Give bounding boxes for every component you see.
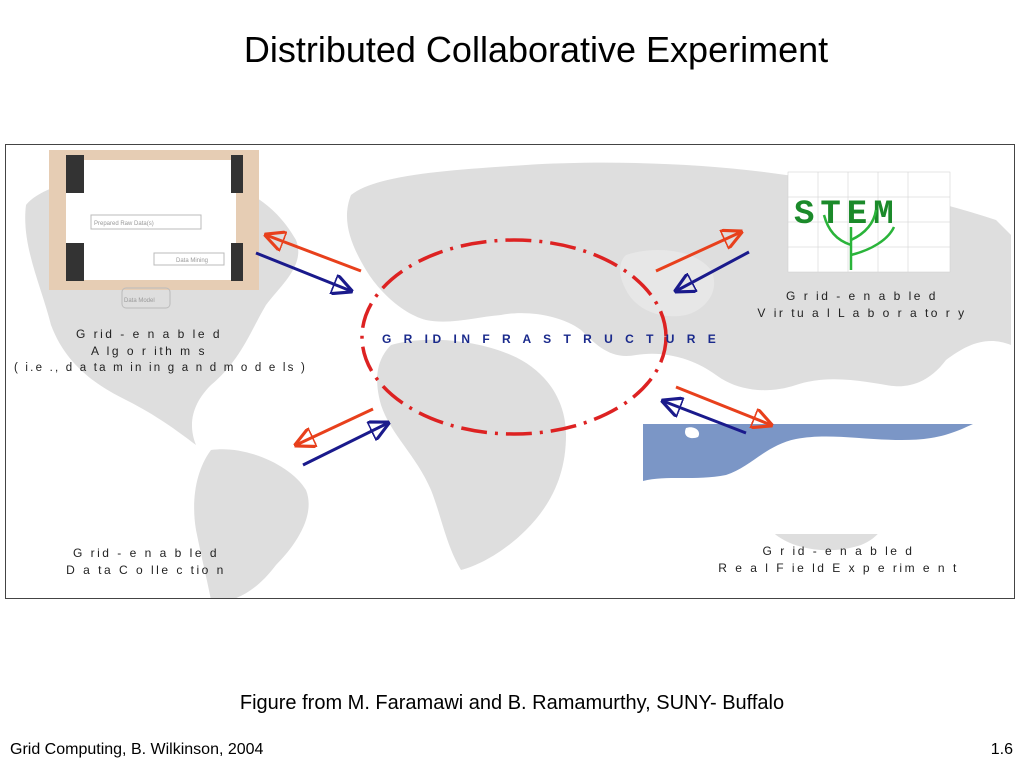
- arrow-in-data-collection: [302, 423, 388, 467]
- node-label-data-collection: G rid - e n a b le d D a ta C o lle c ti…: [41, 545, 251, 579]
- algo-text-model: Data Model: [124, 298, 155, 304]
- node-label-algorithms-line3: ( i.e ., d a ta m in in g a n d m o d e …: [14, 362, 308, 374]
- diagram-figure: Prepared Raw Data(s) Data Mining Data Mo…: [5, 144, 1015, 599]
- node-label-field-experiment-line2: R e a l F ie ld E x p e rim e n t: [718, 561, 959, 575]
- arrow-out-algorithms: [266, 235, 362, 273]
- diagram-canvas: Prepared Raw Data(s) Data Mining Data Mo…: [25, 150, 1011, 598]
- field-experiment-image: [643, 424, 973, 534]
- node-label-algorithms: G rid - e n a b le d A lg o r ith m s ( …: [14, 326, 308, 377]
- stem-logo-image: STEM: [787, 171, 951, 273]
- node-label-field-experiment: G r id - e n a b le d R e a l F ie ld E …: [706, 543, 971, 577]
- grid-infrastructure-ellipse: [360, 238, 668, 436]
- arrow-out-virtual-lab: [655, 232, 741, 273]
- node-label-virtual-lab-line1: G r id - e n a b le d: [786, 289, 938, 303]
- footer-credit: Grid Computing, B. Wilkinson, 2004: [10, 741, 264, 758]
- figure-caption: Figure from M. Faramawi and B. Ramamurth…: [239, 692, 785, 714]
- node-label-virtual-lab-line2: V ir tu a l L a b o r a to r y: [757, 306, 967, 320]
- node-label-data-collection-line2: D a ta C o lle c tio n: [66, 563, 226, 577]
- node-label-field-experiment-line1: G r id - e n a b le d: [762, 544, 915, 558]
- algo-text-raw-data: Prepared Raw Data(s): [94, 221, 154, 227]
- node-label-algorithms-line2: A lg o r ith m s: [90, 344, 208, 358]
- grid-infrastructure-label: G R ID IN F R A S T R U C T U R E: [382, 332, 721, 346]
- arrow-in-virtual-lab: [676, 250, 750, 291]
- arrow-in-algorithms: [255, 251, 351, 291]
- arrow-out-data-collection: [296, 407, 374, 445]
- arrow-in-field-experiment: [663, 401, 747, 435]
- node-label-algorithms-line1: G rid - e n a b le d: [75, 327, 223, 341]
- stem-logo-text: STEM: [794, 196, 900, 234]
- algorithms-image: Prepared Raw Data(s) Data Mining Data Mo…: [49, 150, 259, 309]
- page-number: 1.6: [990, 741, 1013, 758]
- algo-text-mining: Data Mining: [176, 258, 208, 264]
- arrow-out-field-experiment: [675, 385, 771, 425]
- node-label-data-collection-line1: G rid - e n a b le d: [72, 546, 220, 560]
- node-label-virtual-lab: G r id - e n a b le d V ir tu a l L a b …: [746, 288, 978, 322]
- arrows: [255, 232, 771, 467]
- slide-title: Distributed Collaborative Experiment: [243, 29, 829, 70]
